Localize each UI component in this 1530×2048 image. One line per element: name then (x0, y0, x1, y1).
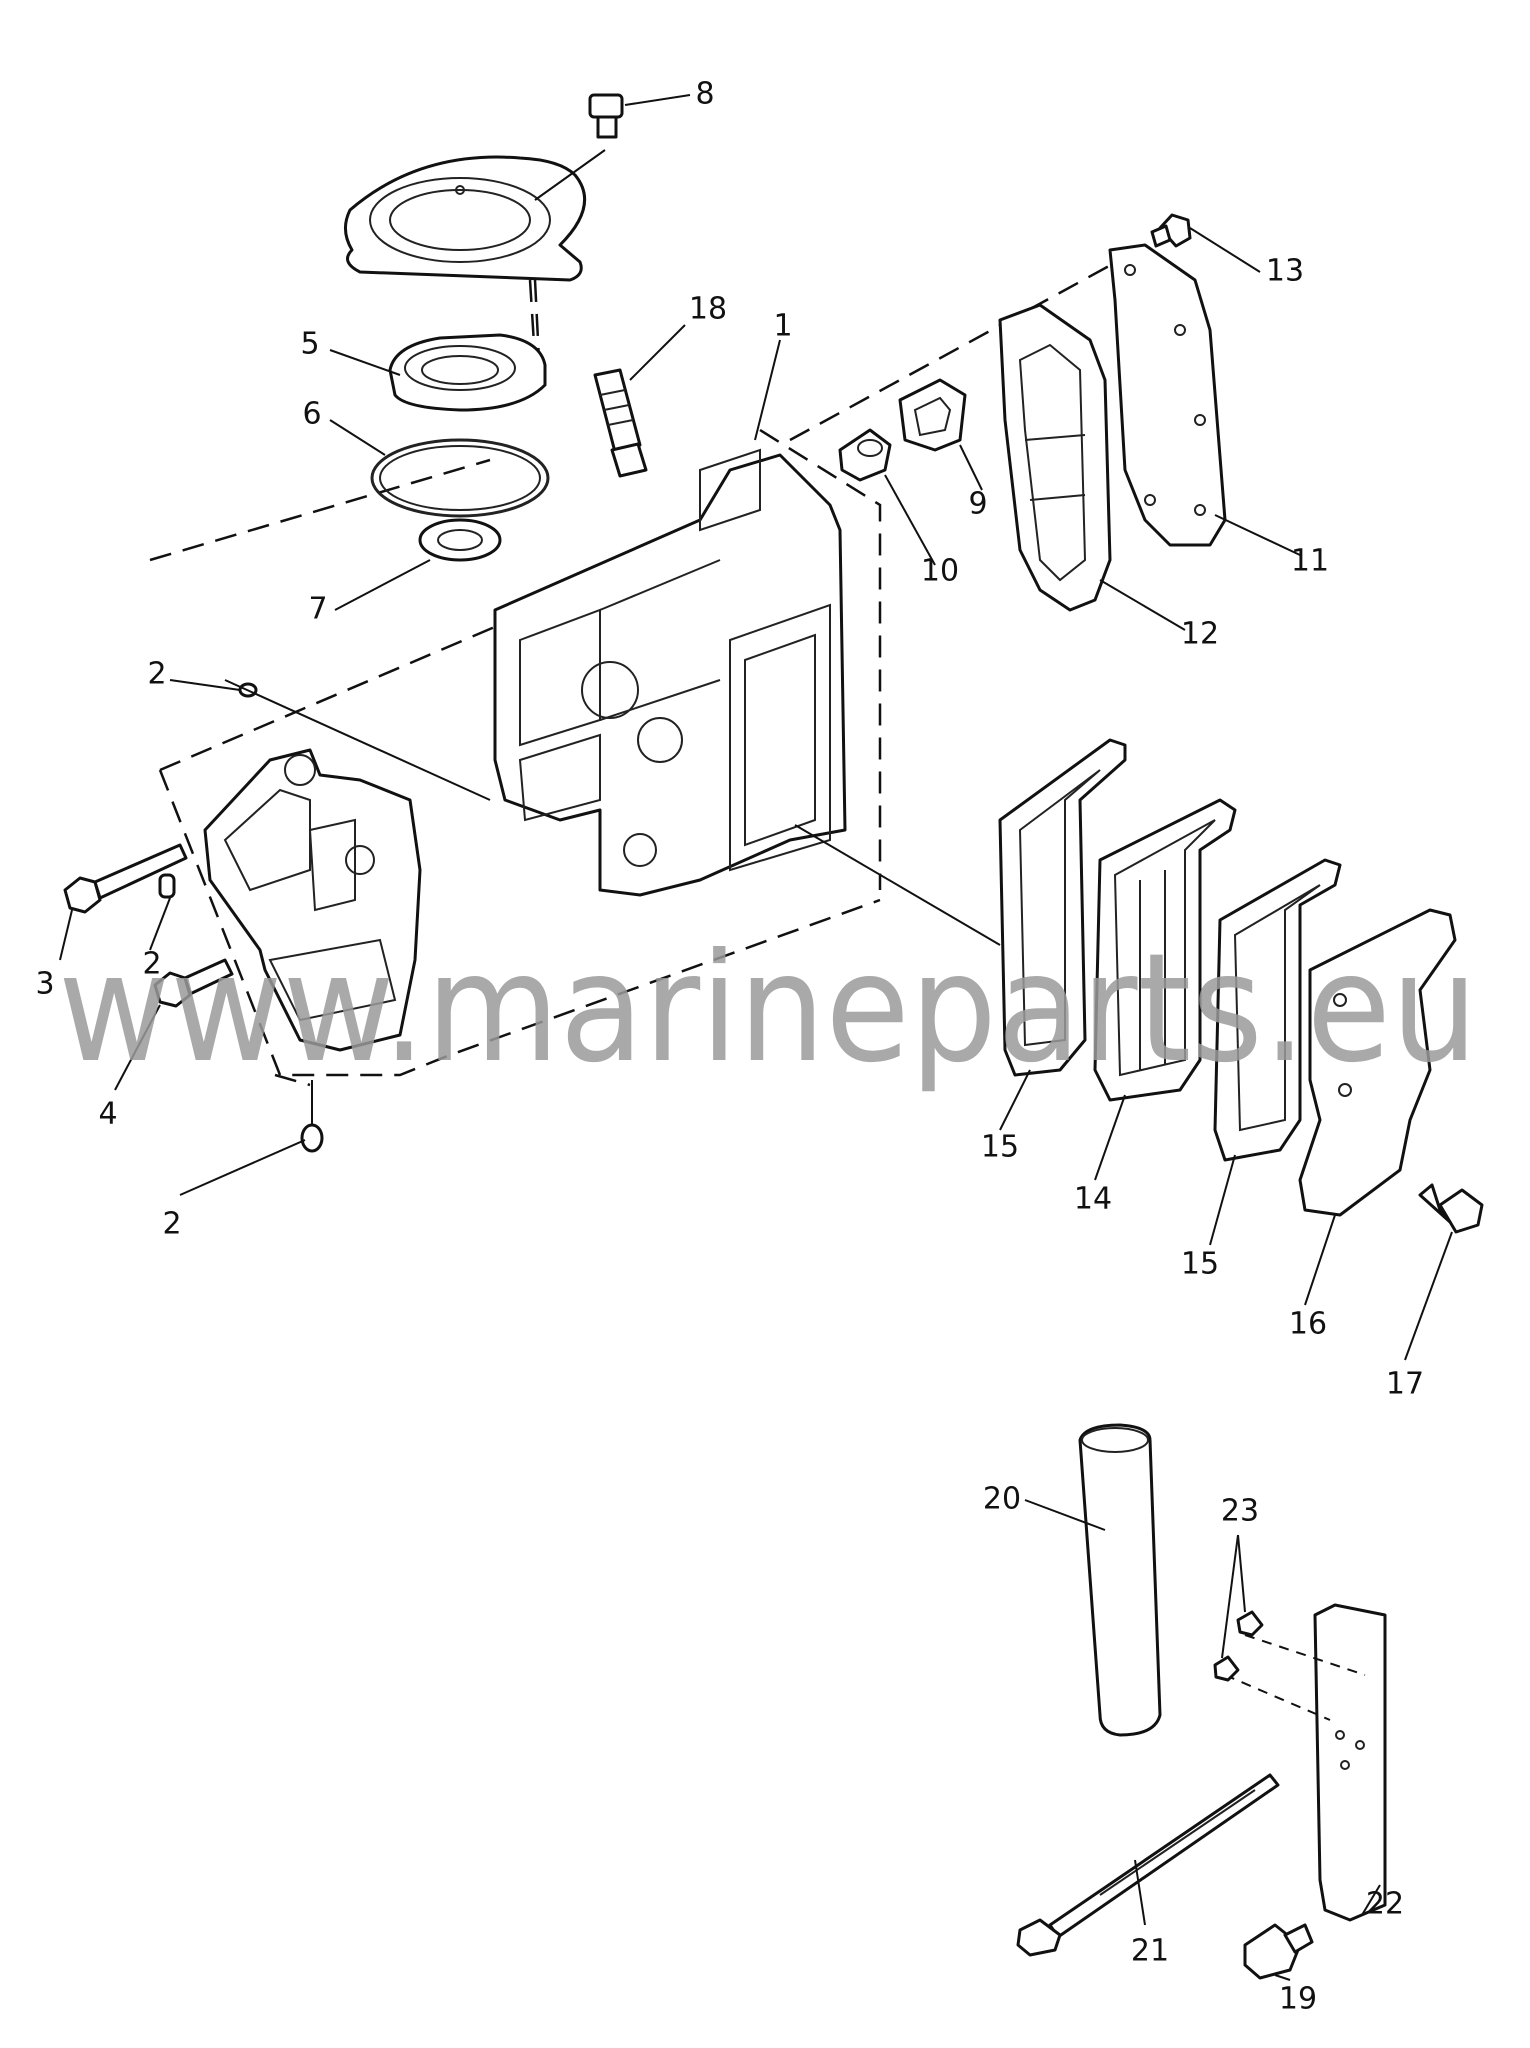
callout-2-top: 2 (147, 657, 166, 692)
cylinder-block-part-1 (493, 448, 847, 897)
callout-15-right: 15 (1181, 1247, 1219, 1282)
seal-housing-part-5 (388, 333, 547, 412)
callout-8: 8 (695, 77, 714, 112)
bracket-part-22 (1224, 1603, 1387, 1922)
screw-part-17 (1418, 1183, 1484, 1234)
callout-2-bottom: 2 (162, 1207, 181, 1242)
sensor-part-19 (1243, 1923, 1314, 1980)
callout-2-mid: 2 (142, 947, 161, 982)
callout-5: 5 (300, 327, 319, 362)
assembly-dashed-lines (149, 258, 1121, 1087)
tube-part-20 (1078, 1423, 1162, 1737)
callout-4: 4 (98, 1097, 117, 1132)
callout-9: 9 (968, 487, 987, 522)
bolt-part-4 (153, 958, 234, 1008)
callout-15-left: 15 (981, 1130, 1019, 1165)
callout-16: 16 (1289, 1307, 1327, 1342)
rod-part-21 (1016, 1773, 1280, 1957)
callout-23: 23 (1221, 1494, 1259, 1529)
cover-plate (344, 155, 587, 381)
bolt-part-3 (63, 843, 188, 914)
screw-part-13 (1150, 213, 1192, 248)
callout-22: 22 (1366, 1887, 1404, 1922)
spark-plug-part-18 (593, 368, 648, 478)
callout-11: 11 (1291, 544, 1329, 579)
callout-14: 14 (1074, 1182, 1112, 1217)
plug-part-10 (838, 428, 892, 482)
gasket-part-15-right (1213, 858, 1342, 1162)
callout-10: 10 (921, 554, 959, 589)
crankcase-half (203, 748, 422, 1052)
bolt-part-8 (588, 93, 624, 139)
o-ring-part-6 (370, 438, 550, 518)
callout-20: 20 (983, 1482, 1021, 1517)
callout-3: 3 (35, 967, 54, 1002)
callout-6: 6 (302, 397, 321, 432)
callout-19: 19 (1279, 1982, 1317, 2017)
plate-part-16 (1298, 908, 1457, 1217)
callout-7: 7 (308, 592, 327, 627)
dowel-pins-part-2 (158, 682, 324, 1153)
callout-13: 13 (1266, 254, 1304, 289)
gasket-part-15-left (998, 738, 1127, 1077)
gasket-part-12 (998, 303, 1112, 612)
callout-1: 1 (773, 309, 792, 344)
leader-lines (59, 94, 1453, 1981)
callout-labels: 8 18 1 5 6 7 9 10 11 12 13 2 2 2 3 4 15 … (35, 77, 1424, 2017)
gasket-part-9 (898, 378, 967, 452)
callout-12: 12 (1181, 617, 1219, 652)
callout-17: 17 (1386, 1367, 1424, 1402)
cover-part-11 (1108, 243, 1227, 547)
watermark: www.marineparts.eu (58, 922, 1478, 1096)
oil-seal-part-7 (418, 518, 502, 562)
reed-block-part-14 (1093, 798, 1237, 1102)
callout-21: 21 (1131, 1934, 1169, 1969)
screws-part-23 (1213, 1610, 1264, 1682)
callout-18: 18 (689, 292, 727, 327)
